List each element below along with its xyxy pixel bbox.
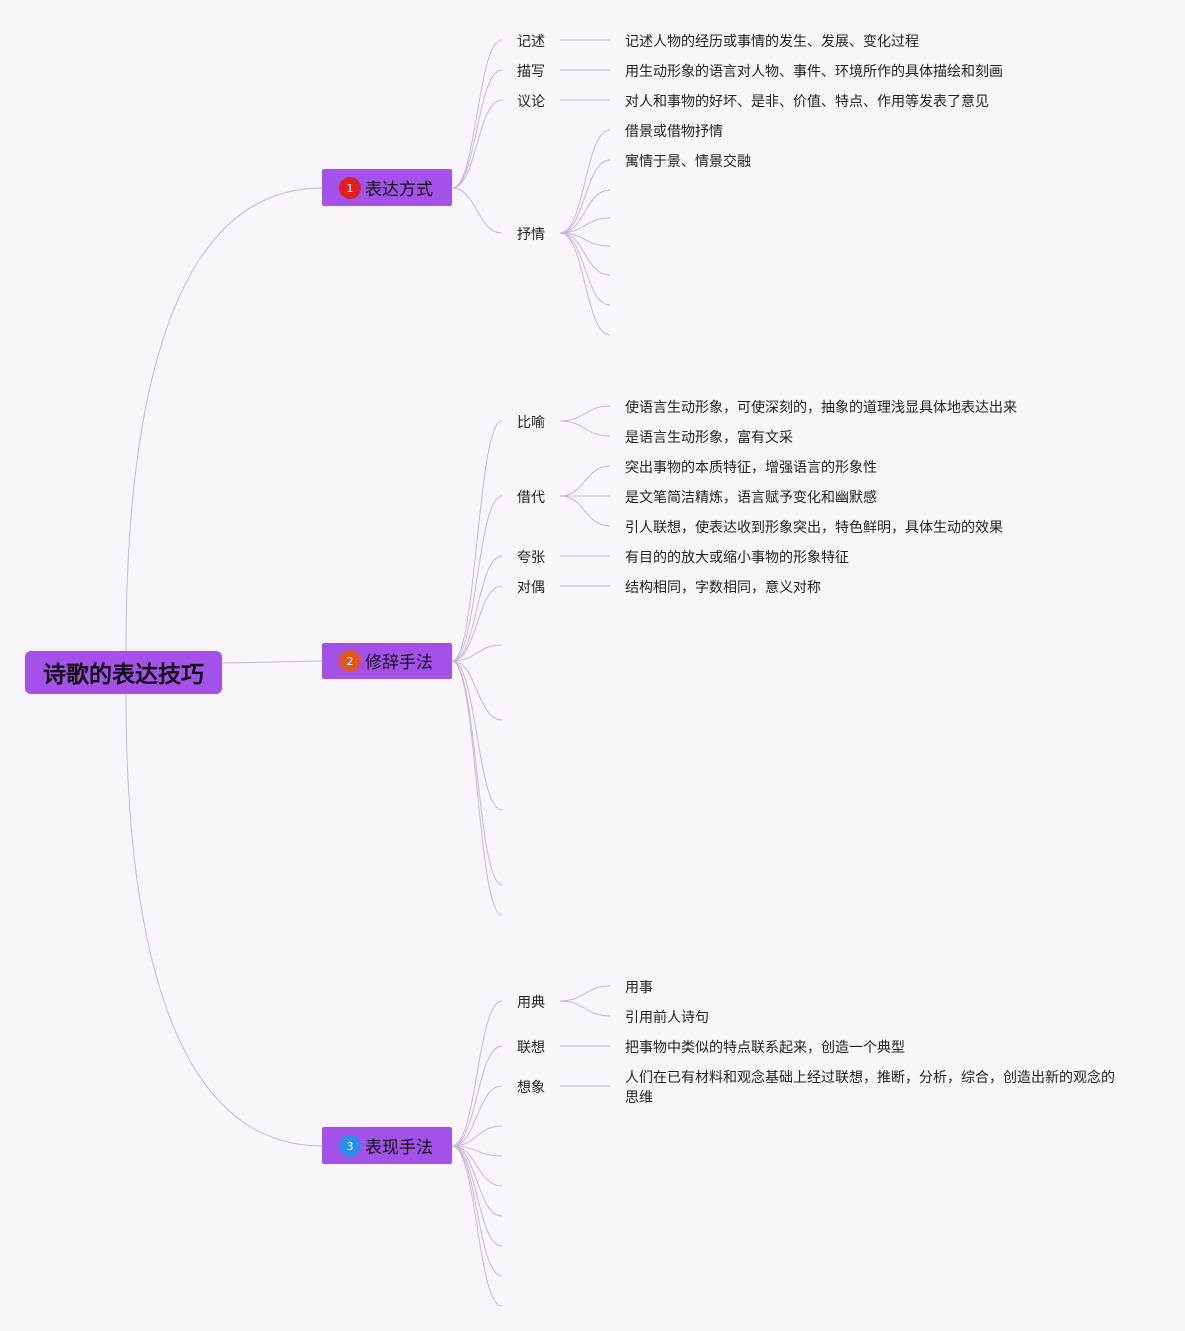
connector-line — [559, 159, 611, 234]
connector-line — [451, 1045, 503, 1147]
detail-text: 记述人物的经历或事情的发生、发展、变化过程 — [625, 34, 919, 50]
connector-line — [559, 495, 611, 527]
detail-text: 思维 — [625, 1090, 653, 1106]
branch-expression-mode[interactable]: 1 表达方式 — [322, 169, 452, 206]
root-to-branch-edge — [125, 693, 323, 1147]
connector-line — [451, 1145, 503, 1247]
connector-line — [559, 129, 611, 234]
sub-node-discuss[interactable]: 议论 — [517, 94, 545, 110]
badge-number: 3 — [347, 1140, 354, 1153]
connector-line — [559, 420, 611, 437]
detail-text: 用事 — [625, 980, 653, 996]
connector-line — [451, 660, 503, 916]
root-node-box — [25, 651, 222, 694]
connector-line — [451, 1145, 503, 1307]
connector-line — [559, 405, 611, 422]
sub-node-metonymy[interactable]: 借代 — [517, 490, 545, 506]
detail-text: 对人和事物的好坏、是非、价值、特点、作用等发表了意见 — [625, 93, 989, 110]
badge-number: 1 — [347, 182, 354, 195]
branch-label: 表达方式 — [365, 180, 433, 200]
sub-node-antithesis[interactable]: 对偶 — [517, 580, 545, 596]
connector-line — [451, 495, 503, 662]
connector-line — [451, 187, 503, 234]
connector-line — [451, 660, 503, 886]
connector-line — [451, 644, 503, 662]
branch-expressive-technique[interactable]: 3 表现手法 — [322, 1127, 452, 1164]
sub-node-lyric[interactable]: 抒情 — [517, 227, 545, 243]
sub-node-imagination[interactable]: 想象 — [517, 1080, 545, 1096]
detail-text: 引人联想，使表达收到形象突出，特色鲜明，具体生动的效果 — [625, 519, 1003, 536]
connector-line — [451, 99, 503, 189]
branch-label: 修辞手法 — [365, 653, 433, 673]
detail-text: 寓情于景、情景交融 — [625, 153, 751, 170]
root-node-label: 诗歌的表达技巧 — [43, 661, 204, 688]
detail-text: 是文笔简洁精炼，语言赋予变化和幽默感 — [625, 489, 877, 506]
mind-map-edges — [125, 39, 611, 1307]
detail-text: 借景或借物抒情 — [625, 124, 723, 140]
connector-line — [559, 985, 611, 1002]
connector-line — [559, 189, 611, 234]
connector-line — [451, 1125, 503, 1147]
connector-line — [451, 420, 503, 662]
detail-text: 引用前人诗句 — [625, 1009, 709, 1026]
connector-line — [451, 1145, 503, 1217]
detail-text: 是语言生动形象，富有文采 — [625, 429, 793, 446]
connector-line — [451, 69, 503, 189]
sub-node-allusion[interactable]: 用典 — [517, 995, 545, 1011]
detail-text: 结构相同，字数相同，意义对称 — [625, 579, 821, 596]
number-3-icon — [339, 1135, 361, 1157]
number-2-icon — [339, 650, 361, 672]
connector-line — [451, 585, 503, 662]
sub-node-hyperbole[interactable]: 夸张 — [517, 550, 545, 566]
connector-line — [451, 660, 503, 811]
connector-line — [559, 232, 611, 276]
connector-line — [559, 232, 611, 306]
root-node[interactable]: 诗歌的表达技巧 — [25, 651, 222, 694]
connector-line — [559, 1000, 611, 1017]
connector-line — [559, 217, 611, 234]
root-to-branch-edge — [125, 187, 323, 652]
detail-text: 人们在已有材料和观念基础上经过联想，推断，分析，综合，创造出新的观念的 — [625, 1069, 1115, 1086]
connector-line — [221, 660, 323, 664]
branch-rhetoric[interactable]: 2 修辞手法 — [322, 643, 452, 679]
connector-line — [451, 1000, 503, 1147]
sub-node-association[interactable]: 联想 — [517, 1040, 545, 1056]
connector-line — [451, 1145, 503, 1187]
badge-number: 2 — [347, 655, 354, 668]
detail-text: 用生动形象的语言对人物、事件、环境所作的具体描绘和刻画 — [625, 64, 1003, 80]
sub-node-describe[interactable]: 描写 — [517, 64, 545, 80]
connector-line — [451, 660, 503, 721]
detail-text: 把事物中类似的特点联系起来，创造一个典型 — [625, 1040, 905, 1056]
connector-line — [559, 232, 611, 336]
connector-line — [451, 39, 503, 189]
number-1-icon — [339, 177, 361, 199]
sub-node-record[interactable]: 记述 — [517, 34, 545, 50]
connector-line — [559, 465, 611, 497]
sub-node-metaphor[interactable]: 比喻 — [517, 415, 545, 431]
detail-text: 使语言生动形象，可使深刻的，抽象的道理浅显具体地表达出来 — [625, 399, 1017, 416]
connector-line — [451, 555, 503, 662]
connector-line — [451, 1085, 503, 1147]
branch-label: 表现手法 — [365, 1138, 433, 1158]
detail-text: 有目的的放大或缩小事物的形象特征 — [625, 550, 849, 566]
detail-text: 突出事物的本质特征，增强语言的形象性 — [625, 460, 877, 476]
